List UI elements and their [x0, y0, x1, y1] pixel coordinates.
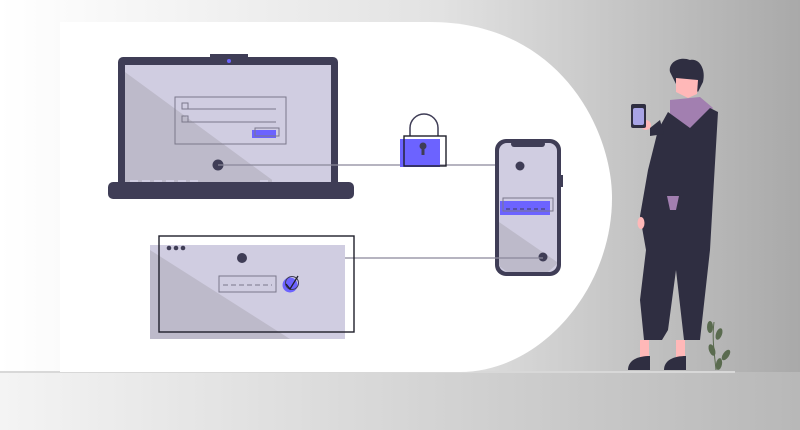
checkmark-icon — [282, 275, 299, 293]
plant-icon — [707, 321, 731, 371]
padlock-icon — [400, 113, 447, 167]
floor — [0, 372, 800, 430]
verification-code-field-icon — [500, 197, 554, 215]
person-figure — [628, 58, 718, 370]
laptop-icon — [108, 54, 354, 199]
login-form-icon — [174, 96, 287, 145]
browser-window-icon — [150, 235, 355, 339]
smartphone-icon — [495, 139, 563, 276]
